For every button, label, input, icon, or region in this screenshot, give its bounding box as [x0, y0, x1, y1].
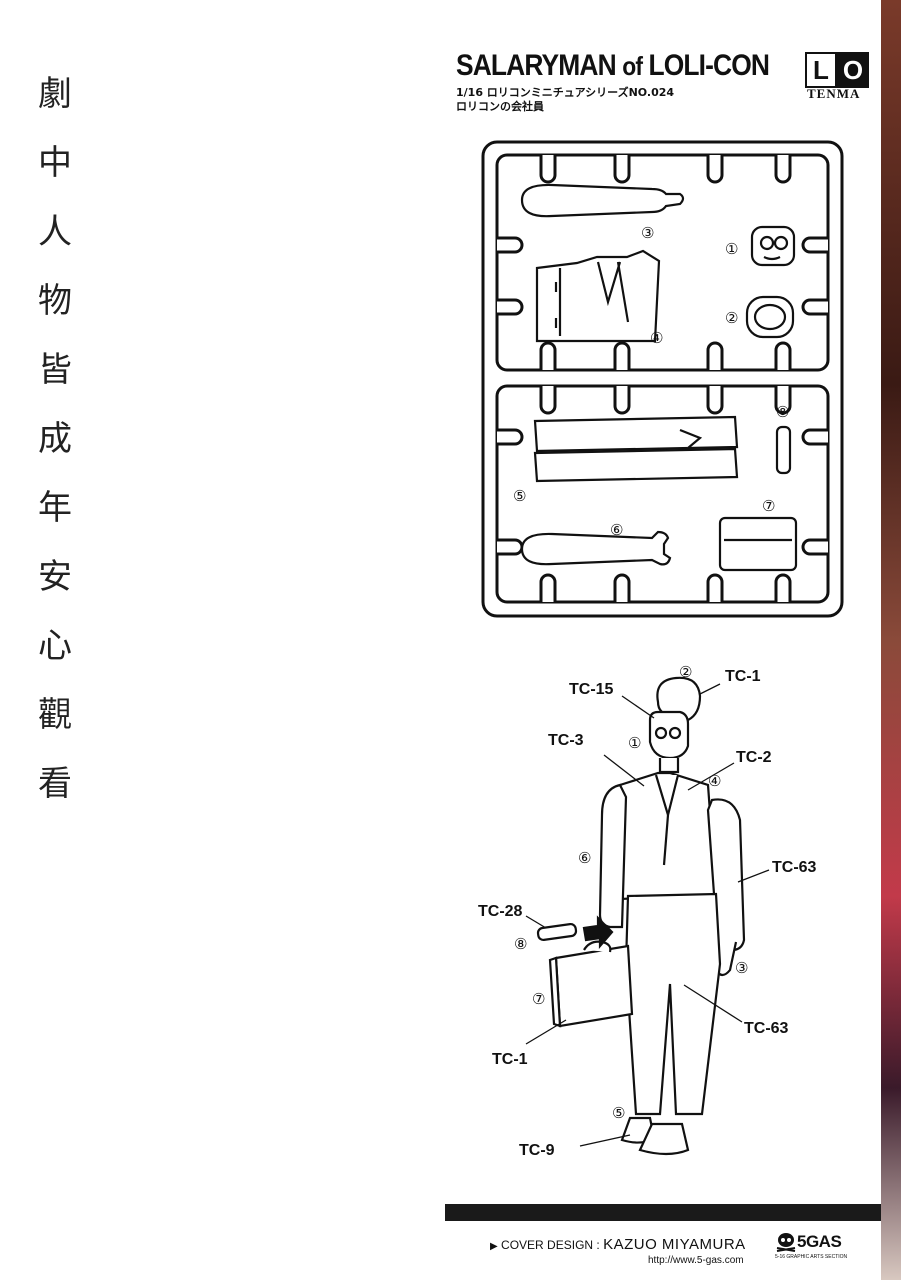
5gas-subtitle: 5-16 GRAPHIC ARTS SECTION — [775, 1254, 848, 1260]
part-number-3: ③ — [641, 224, 654, 242]
vertical-char: 皆 — [38, 350, 72, 390]
vertical-char: 劇 — [38, 74, 72, 114]
arrow-icon — [582, 915, 614, 949]
label-hair: TC-1 — [725, 668, 761, 685]
figure-briefcase-icon — [548, 940, 634, 1028]
figure-number-6: ⑥ — [578, 849, 591, 867]
leader-lines — [525, 683, 770, 1147]
vertical-char: 物 — [38, 281, 72, 321]
label-shoes: TC-9 — [519, 1142, 555, 1159]
logo-l: L — [805, 52, 837, 88]
vertical-char: 觀 — [38, 695, 72, 735]
jp-title: ロリコンの会社員 — [456, 100, 544, 113]
figure-number-4: ④ — [708, 772, 721, 790]
skull-icon — [776, 1233, 796, 1252]
label-sleeve: TC-63 — [772, 859, 817, 876]
label-glasses: TC-15 — [569, 681, 614, 698]
label-face: TC-3 — [548, 732, 584, 749]
designer-name: KAZUO MIYAMURA — [603, 1236, 746, 1253]
vertical-disclaimer: 劇 中 人 物 皆 成 年 安 心 觀 看 — [30, 60, 80, 819]
footer-bar — [445, 1204, 881, 1221]
part-1-head-icon — [750, 225, 796, 267]
figure-baton-icon — [536, 922, 578, 942]
figure-pants-icon — [624, 892, 722, 1116]
triangle-icon: ▶ — [490, 1241, 498, 1252]
title-of: of — [622, 51, 643, 81]
part-3-arm-icon — [520, 183, 685, 218]
part-4-jacket-icon — [535, 249, 661, 343]
figure-left-arm-icon — [598, 783, 628, 929]
vertical-char: 安 — [38, 557, 72, 597]
figure-glasses-right-icon — [668, 726, 682, 740]
figure-number-2: ② — [679, 663, 692, 681]
vertical-char: 年 — [38, 488, 72, 528]
part-number-6: ⑥ — [610, 521, 623, 539]
lo-logo: L O — [805, 52, 869, 88]
title-rest: LOLI-CON — [648, 49, 770, 82]
part-number-2: ② — [725, 309, 738, 327]
page-title: SALARYMAN of LOLI-CON — [456, 49, 770, 83]
credit-prefix: COVER DESIGN — [501, 1238, 594, 1252]
figure-number-3: ③ — [735, 959, 748, 977]
sprue-panel-upper — [495, 153, 830, 372]
figure-head-icon — [648, 710, 690, 760]
part-7-briefcase-icon — [718, 516, 798, 572]
assembled-figure — [536, 676, 746, 1156]
part-6-arm-icon — [520, 530, 672, 566]
part-number-5: ⑤ — [513, 487, 526, 505]
vertical-char: 人 — [38, 212, 72, 252]
cover-art-edge — [881, 0, 901, 1280]
label-bag: TC-1 — [492, 1051, 528, 1068]
part-5-pants-icon — [533, 415, 739, 483]
figure-glasses-left-icon — [654, 726, 668, 740]
part-number-7: ⑦ — [762, 497, 775, 515]
label-pants: TC-63 — [744, 1020, 789, 1037]
figure-number-7: ⑦ — [532, 990, 545, 1008]
series-line: 1/16 ロリコンミニチュアシリーズNO.024 — [456, 86, 675, 99]
sprue-notches — [497, 155, 828, 602]
vertical-char: 成 — [38, 419, 72, 459]
cover-credit: ▶ COVER DESIGN : KAZUO MIYAMURA — [490, 1236, 746, 1253]
tenma-logo: TENMA — [807, 86, 861, 101]
credit-separator: : — [596, 1238, 600, 1252]
figure-number-8: ⑧ — [514, 935, 527, 953]
part-number-4: ④ — [650, 329, 663, 347]
vertical-char: 心 — [38, 626, 72, 666]
logo-o: O — [837, 52, 869, 88]
title-main: SALARYMAN — [456, 49, 617, 82]
figure-number-5: ⑤ — [612, 1104, 625, 1122]
part-8-baton-icon — [775, 425, 792, 475]
label-baton: TC-28 — [478, 903, 523, 920]
footer-url[interactable]: http://www.5-gas.com — [648, 1255, 744, 1266]
part-number-1: ① — [725, 240, 738, 258]
figure-shoe-right-icon — [638, 1122, 690, 1156]
label-tie: TC-2 — [736, 749, 772, 766]
figure-number-1: ① — [628, 734, 641, 752]
5gas-logo: 5GAS 5-16 GRAPHIC ARTS SECTION — [775, 1232, 847, 1260]
vertical-char: 中 — [38, 143, 72, 183]
vertical-char: 看 — [38, 764, 72, 804]
sprue-frame-outer — [481, 140, 844, 618]
part-number-8: ⑧ — [776, 403, 789, 421]
5gas-brand: 5GAS — [797, 1232, 842, 1251]
sprue-panel-lower — [495, 384, 830, 604]
part-2-hair-inner-icon — [753, 303, 787, 331]
